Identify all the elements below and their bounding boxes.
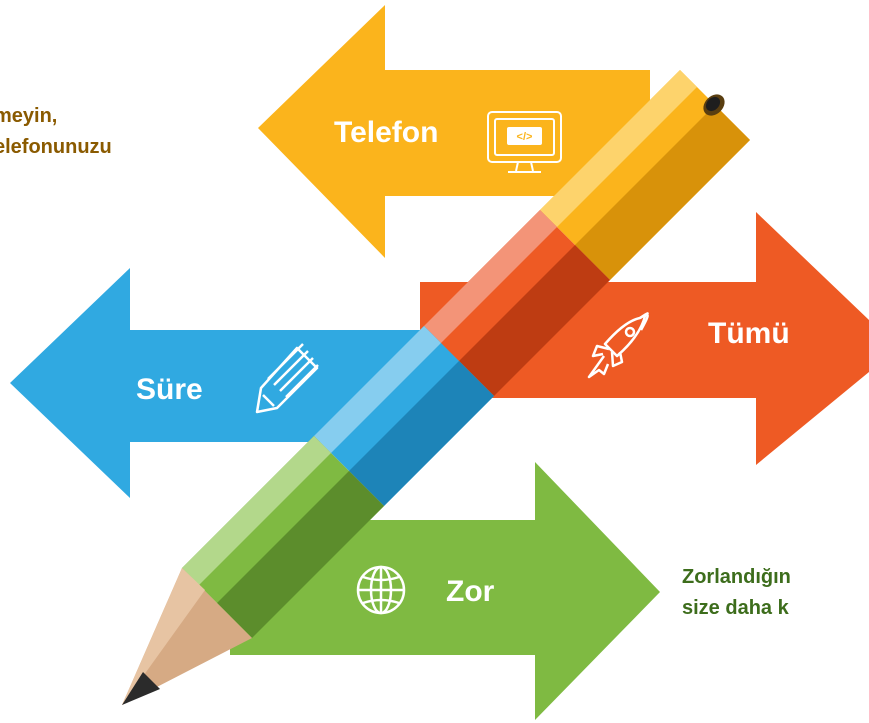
side-text-right: Zorlandığın size daha k (682, 562, 791, 624)
side-text-right-line2: size daha k (682, 597, 789, 619)
arrow-label-telefon: Telefon (334, 116, 439, 149)
globe-icon (356, 565, 406, 615)
side-text-left-line1: meyin, (0, 105, 58, 127)
side-text-left-line2: elefonunuzu (0, 136, 112, 158)
pencil-lead (122, 672, 160, 705)
arrow-telefon (258, 5, 650, 258)
side-text-left: meyin, elefonunuzu (0, 101, 112, 163)
pencil-icon (255, 343, 319, 414)
monitor-code-icon: </> (487, 111, 562, 173)
arrow-tumu (420, 212, 869, 465)
rocket-icon (587, 312, 649, 379)
arrow-label-zor: Zor (446, 575, 495, 608)
code-glyph: </> (517, 131, 533, 143)
pencil (122, 70, 750, 705)
arrow-label-tumu: Tümü (708, 317, 790, 350)
arrow-label-sure: Süre (136, 373, 203, 406)
side-text-right-line1: Zorlandığın (682, 566, 791, 588)
